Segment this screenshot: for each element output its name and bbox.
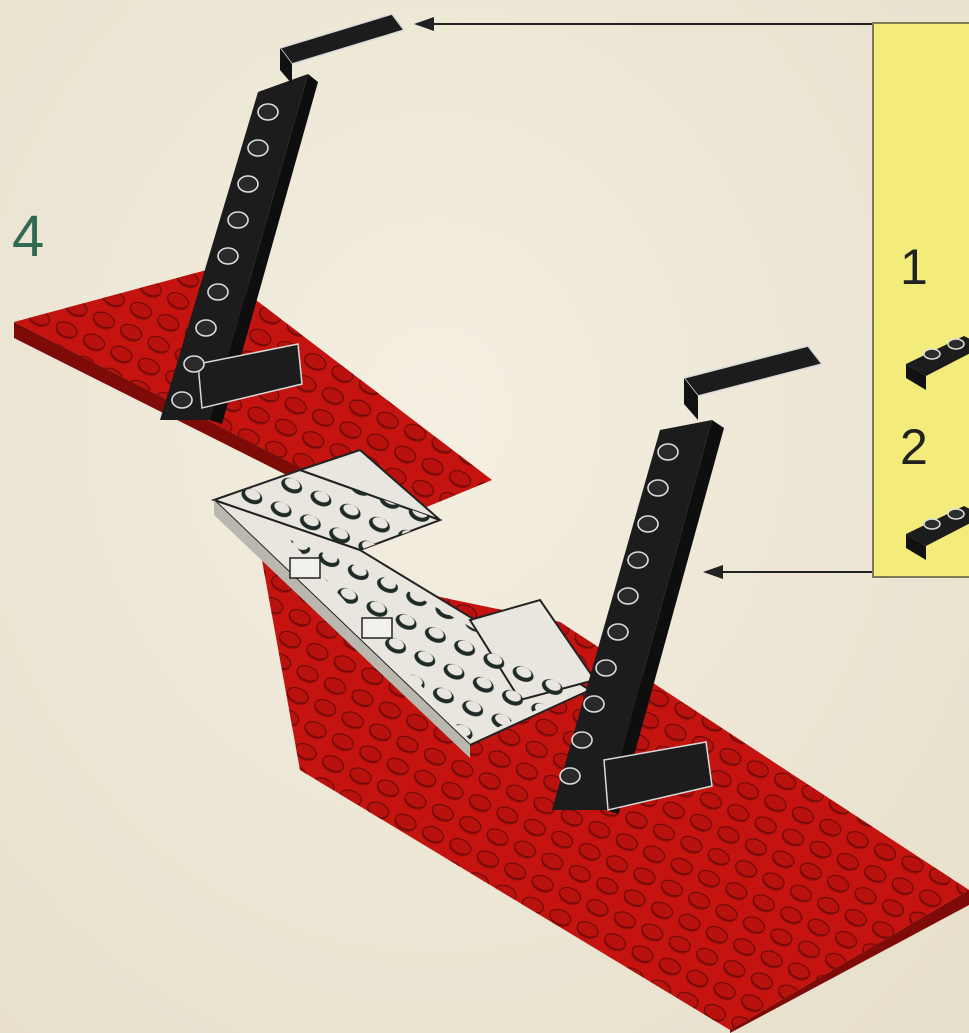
arrow-bottom [703, 565, 872, 579]
arrow-top [414, 17, 872, 31]
support-left [160, 14, 404, 424]
